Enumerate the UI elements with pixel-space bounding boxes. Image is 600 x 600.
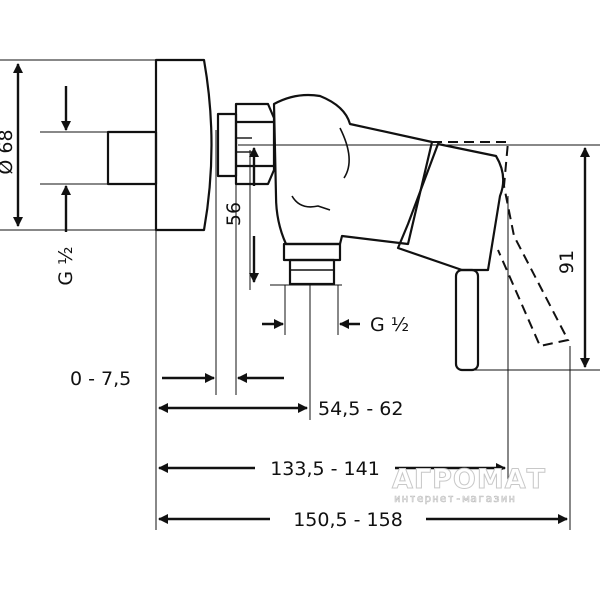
union-nut [216,102,276,186]
thread-outlet-label: G ½ [370,314,409,336]
watermark: АГРОМАТ интернет-магазин [392,464,546,506]
body-detail-2 [339,127,350,179]
lever-handle [454,268,480,372]
inlet-connector [106,130,158,186]
offset-label: 0 - 7,5 [70,368,131,390]
thread-left-label: G ½ [55,246,77,285]
watermark-subtitle: интернет-магазин [394,492,516,505]
lever-cap [396,142,505,272]
faucet-body-outline [106,58,505,372]
height56-label: 56 [223,202,245,226]
label-backing-total [270,506,426,532]
wall-rosette [154,58,213,232]
total-range-label: 150,5 - 158 [293,509,403,531]
lever-alternate-position [432,141,570,348]
outlet-range-label: 54,5 - 62 [318,398,403,420]
outlet-nut [282,242,342,286]
extension-lines [0,59,600,530]
mixer-body [272,93,434,246]
body-range-label: 133,5 - 141 [270,458,380,480]
label-backing-body [255,455,395,481]
height91-label: 91 [556,250,578,274]
watermark-brand: АГРОМАТ [392,464,546,495]
body-detail [291,195,331,211]
diameter-label: Ø 68 [0,129,17,174]
